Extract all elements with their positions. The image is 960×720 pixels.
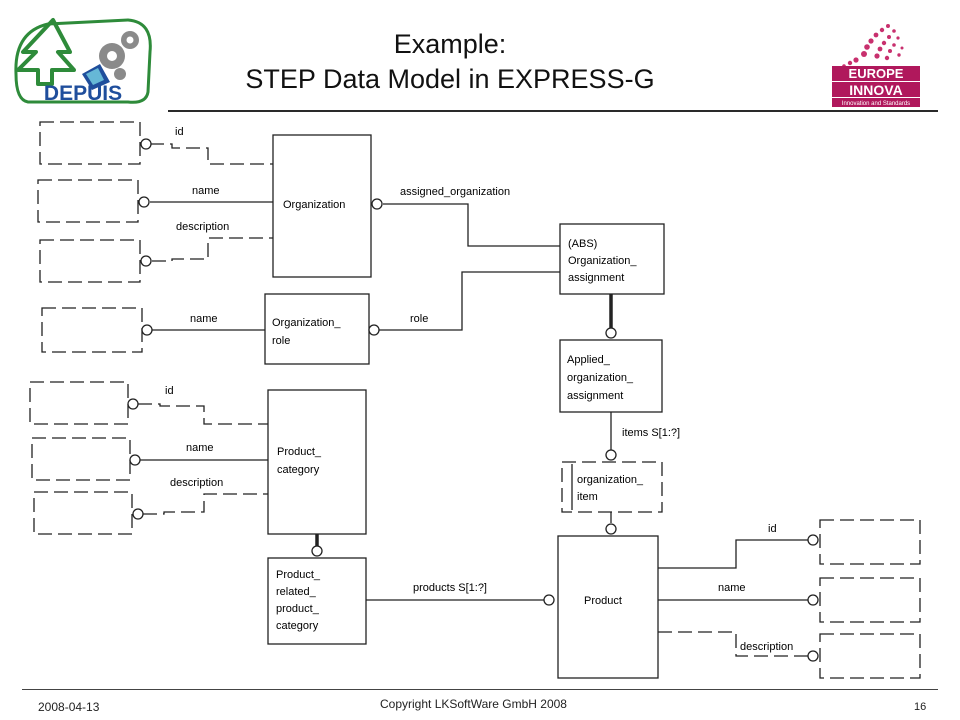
title-divider <box>168 110 938 112</box>
entity-box-organization-role <box>264 293 370 365</box>
entity-label-prpc: product_ <box>276 603 320 615</box>
tree-icon <box>16 18 76 86</box>
footer-date: 2008-04-13 <box>38 700 100 714</box>
attr-label: name <box>192 185 220 197</box>
attr-label: name <box>718 582 746 594</box>
simple-type-box <box>31 437 131 481</box>
entity-box-product-category <box>267 389 367 535</box>
simple-type-box <box>39 121 141 165</box>
laptop-icon <box>82 64 110 90</box>
relationship-circle <box>129 454 141 466</box>
entity-label-prpc: related_ <box>276 586 317 598</box>
attr-label: id <box>768 523 777 535</box>
relationship-circle <box>140 255 152 267</box>
entity-label-applied: Applied_ <box>567 354 611 366</box>
attr-label: description <box>740 641 793 653</box>
select-type-box <box>561 461 663 513</box>
relationship-circle <box>807 650 819 662</box>
relationship-circle <box>807 534 819 546</box>
relationship-circle <box>605 449 617 461</box>
attr-label: assigned_organization <box>400 186 510 198</box>
footer-divider <box>22 689 938 690</box>
gear-icon <box>99 31 139 80</box>
entity-label-product: Product <box>584 595 622 607</box>
entity-label-organization-item: organization_ <box>577 474 644 486</box>
page-number: 16 <box>914 701 927 713</box>
simple-type-box <box>29 381 129 425</box>
relationship-circle <box>311 545 323 557</box>
logo-tagline-text: Innovation and Standards <box>842 101 910 107</box>
stars-swirl-icon <box>842 24 904 68</box>
relationship-circle <box>807 594 819 606</box>
slide-title-line1: Example: <box>393 29 507 59</box>
entity-label-organization-role: role <box>272 335 290 347</box>
relationship-circle <box>605 523 617 535</box>
entity-box-product <box>557 535 659 679</box>
attr-label: description <box>170 477 223 489</box>
depuis-logo-text: DEPUIS <box>44 82 122 105</box>
entity-box-organization <box>272 134 372 278</box>
entity-label-product-category: category <box>277 464 320 476</box>
europe-innova-logo: EUROPE INNOVA Innovation and Standards <box>826 18 926 110</box>
entity-label-prpc: Product_ <box>276 569 321 581</box>
relationship-circle <box>141 324 153 336</box>
relationship-circle <box>140 138 152 150</box>
entity-label-abs: (ABS) <box>568 238 597 250</box>
relationship-circle <box>127 398 139 410</box>
attr-label: id <box>165 385 174 397</box>
attr-label: description <box>176 221 229 233</box>
attr-label: name <box>186 442 214 454</box>
entity-label-applied: organization_ <box>567 372 634 384</box>
attr-label: products S[1:?] <box>413 582 487 594</box>
logo-innova-text: INNOVA <box>849 82 902 98</box>
entity-label-prpc: category <box>276 620 319 632</box>
simple-type-box <box>37 179 139 223</box>
logo-europe-text: EUROPE <box>849 66 904 81</box>
simple-type-box <box>41 307 143 353</box>
attr-label: name <box>190 313 218 325</box>
simple-type-box <box>39 239 141 283</box>
relationship-circle <box>132 508 144 520</box>
relationship-circle <box>543 594 555 606</box>
entity-label-product-category: Product_ <box>277 446 322 458</box>
relationship-circle <box>138 196 150 208</box>
slide-title-line2: STEP Data Model in EXPRESS-G <box>245 64 655 94</box>
entity-label-applied: assignment <box>567 390 623 402</box>
attr-label: id <box>175 126 184 138</box>
entity-label-abs: assignment <box>568 272 624 284</box>
depuis-logo: DEPUIS <box>8 12 158 107</box>
simple-type-box <box>819 519 921 565</box>
simple-type-box <box>819 577 921 623</box>
entity-label-organization-item: item <box>577 491 598 503</box>
entity-label-organization-role: Organization_ <box>272 317 341 329</box>
entity-box-product-related-product-category <box>267 557 367 645</box>
relationship-circle <box>371 198 383 210</box>
entity-label-abs: Organization_ <box>568 255 637 267</box>
simple-type-box <box>33 491 133 535</box>
relationship-circle <box>368 324 380 336</box>
simple-type-box <box>819 633 921 679</box>
footer-copyright: Copyright LKSoftWare GmbH 2008 <box>380 697 567 711</box>
attr-label: items S[1:?] <box>622 427 680 439</box>
relationship-circle <box>605 327 617 339</box>
attr-label: role <box>410 313 428 325</box>
entity-label-organization: Organization <box>283 199 345 211</box>
